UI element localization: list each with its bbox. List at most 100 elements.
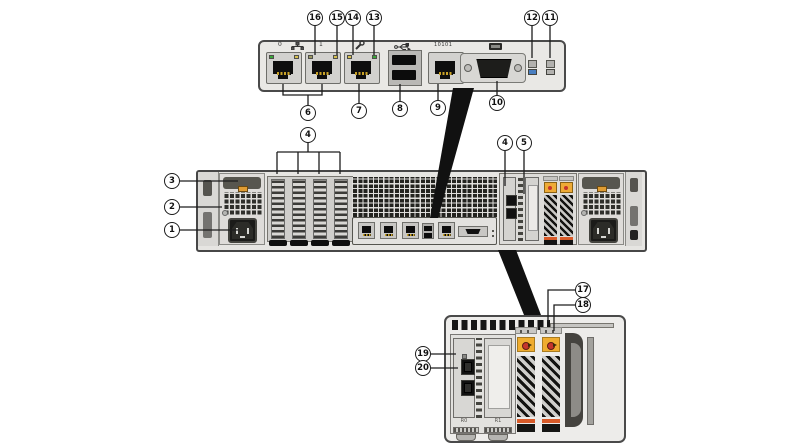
empty-bay bbox=[484, 338, 512, 418]
pcie-connector bbox=[332, 240, 350, 246]
psu-latch-clip bbox=[597, 186, 607, 192]
vga-screw-right bbox=[514, 64, 522, 72]
callout-6: 6 bbox=[300, 105, 316, 121]
callout-1: 1 bbox=[164, 222, 180, 238]
slot-divider bbox=[476, 338, 482, 418]
bay-foot bbox=[488, 434, 508, 441]
module-right-bar bbox=[587, 337, 594, 425]
magnifier-wedge-bottom bbox=[498, 250, 541, 315]
net0-port bbox=[266, 52, 302, 84]
pcie-connector bbox=[290, 240, 308, 246]
port-led bbox=[462, 354, 467, 359]
callout-10: 10 bbox=[489, 95, 505, 111]
monitor-icon bbox=[489, 43, 502, 50]
vga-port-small bbox=[458, 226, 488, 237]
net-mgmt-port bbox=[428, 52, 464, 84]
stud-small bbox=[492, 235, 494, 237]
rj45-jack bbox=[312, 61, 332, 79]
usb-ports-small bbox=[422, 223, 434, 239]
chassis-vent-mesh bbox=[352, 177, 497, 218]
bay-hatch bbox=[453, 427, 479, 433]
server-rear-view bbox=[196, 170, 647, 252]
link-led bbox=[269, 55, 274, 59]
psu-left bbox=[219, 173, 265, 245]
callout-17: 17 bbox=[575, 282, 591, 298]
pcie-slot-3 bbox=[313, 179, 327, 239]
callout-16: 16 bbox=[307, 10, 323, 26]
rj45-jack bbox=[351, 61, 371, 79]
psu-power-inlet bbox=[589, 218, 618, 243]
usb-ports bbox=[388, 50, 422, 86]
chassis-ear-right bbox=[625, 172, 642, 246]
stud-small bbox=[492, 230, 494, 232]
usb-icon bbox=[394, 43, 411, 51]
bay-foot bbox=[456, 434, 476, 441]
pcie-slot-1 bbox=[271, 179, 285, 239]
rear-drive-1 bbox=[540, 327, 562, 432]
psu-vent-grid bbox=[223, 192, 262, 216]
psu-handle bbox=[223, 177, 261, 192]
rj45-pins bbox=[316, 72, 330, 75]
net0-label: 0 bbox=[278, 41, 282, 48]
module-slot-area: R0 R1 bbox=[450, 334, 516, 441]
slot-divider bbox=[518, 177, 523, 241]
chassis-curve bbox=[565, 333, 583, 427]
usb-port-bottom bbox=[392, 70, 416, 80]
callout-12: 12 bbox=[524, 10, 540, 26]
bay-label-r0: R0 bbox=[460, 418, 468, 424]
rj45-pins bbox=[277, 72, 291, 75]
rj45-jack bbox=[435, 61, 455, 79]
activity-led bbox=[333, 55, 338, 59]
net1-port-small bbox=[380, 222, 397, 239]
callout-4-pcie: 4 bbox=[300, 127, 316, 143]
activity-led bbox=[294, 55, 299, 59]
bay-hatch bbox=[484, 427, 512, 433]
sas-port-small bbox=[506, 195, 517, 206]
serial-port-small bbox=[402, 222, 419, 239]
sas-card-bay bbox=[453, 338, 475, 418]
sas-port-small bbox=[506, 208, 517, 219]
callout-20: 20 bbox=[415, 360, 431, 376]
callout-18: 18 bbox=[575, 297, 591, 313]
psu-power-inlet bbox=[228, 218, 257, 243]
usb-port-top bbox=[392, 55, 416, 65]
psu-handle bbox=[582, 177, 620, 192]
net0-port-small bbox=[358, 222, 375, 239]
pcie-connector bbox=[311, 240, 329, 246]
serial-port-label: 10101 bbox=[434, 42, 453, 48]
io-panel-magnified: 0 1 10101 bbox=[258, 40, 566, 92]
psu-vent-grid bbox=[582, 192, 622, 216]
rear-drive-small bbox=[559, 174, 574, 245]
lan-icon bbox=[291, 42, 304, 50]
gray-port-icon bbox=[546, 60, 555, 75]
link-led bbox=[347, 55, 352, 59]
sas-port-0 bbox=[461, 359, 475, 375]
drive-vents bbox=[517, 356, 535, 417]
mgmt-port-small bbox=[438, 222, 455, 239]
empty-slot bbox=[525, 177, 539, 241]
pcie-slot-2 bbox=[292, 179, 306, 239]
callout-14: 14 bbox=[345, 10, 361, 26]
chassis-ear-left bbox=[198, 172, 219, 246]
pcie-slot-area bbox=[267, 176, 353, 246]
callout-2: 2 bbox=[164, 199, 180, 215]
rj45-pins bbox=[355, 72, 369, 75]
callout-8: 8 bbox=[392, 101, 408, 117]
rj45-pins bbox=[439, 72, 453, 75]
wrench-icon bbox=[355, 40, 365, 50]
callout-13: 13 bbox=[366, 10, 382, 26]
rear-slot-and-drive-section bbox=[499, 173, 577, 245]
net1-label: 1 bbox=[319, 41, 323, 48]
callout-7: 7 bbox=[351, 103, 367, 119]
callout-3: 3 bbox=[164, 173, 180, 189]
link-led bbox=[308, 55, 313, 59]
drive-vents bbox=[542, 356, 560, 417]
module-vent-strip bbox=[452, 320, 550, 330]
psu-right bbox=[578, 173, 624, 245]
psu-status-led bbox=[222, 210, 228, 216]
callout-11: 11 bbox=[542, 10, 558, 26]
vga-port bbox=[460, 53, 526, 83]
net1-port bbox=[305, 52, 341, 84]
callout-5: 5 bbox=[516, 135, 532, 151]
